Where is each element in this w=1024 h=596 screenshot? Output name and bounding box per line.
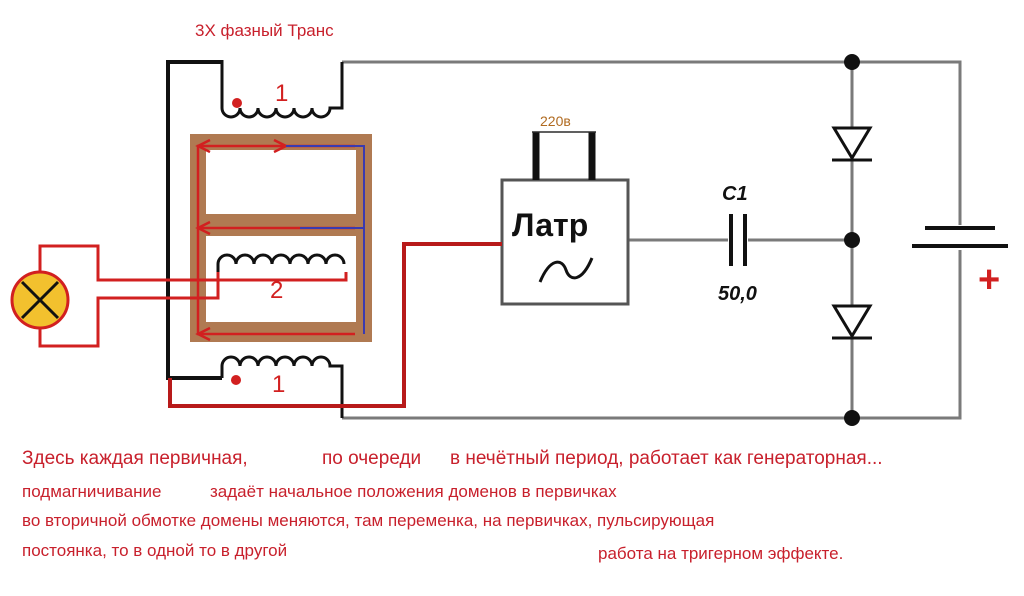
capacitor-name: C1: [722, 183, 748, 205]
lamp-icon: [10, 270, 70, 330]
winding-bottom-number: 1: [272, 371, 285, 398]
diode-upper: [831, 126, 873, 162]
note-line-4b: работа на тригерном эффекте.: [598, 544, 844, 563]
winding-dot-bottom: [231, 375, 241, 385]
note-line-4a: постоянка, то в одной то в другой: [22, 541, 288, 560]
note-line-1c: в нечётный период, работает как генерато…: [450, 448, 883, 469]
note-line-1a: Здесь каждая первичная,: [22, 448, 248, 469]
capacitor-value: 50,0: [718, 283, 757, 305]
battery-symbol: [912, 226, 1008, 248]
lamp-wiring: [38, 244, 348, 348]
battery-top-wire: [852, 60, 962, 225]
gray-wiring: [342, 60, 962, 420]
transformer-title: 3Х фазный Транс: [195, 21, 334, 40]
battery-bottom-wire: [852, 250, 962, 420]
junction-dots: [844, 54, 860, 426]
latr-box: [500, 178, 630, 306]
winding-dot-top: [232, 98, 242, 108]
note-line-2a: подмагничивание: [22, 482, 162, 501]
primary-winding-top: [220, 60, 344, 119]
junction-middle: [844, 232, 860, 248]
red-control-wire: [168, 242, 502, 408]
primary-winding-bottom: [220, 355, 344, 418]
junction-top: [844, 54, 860, 70]
note-line-1b: по очереди: [322, 448, 422, 469]
note-line-2b: задаёт начальное положения доменов в пер…: [210, 482, 617, 501]
note-line-3: во вторичной обмотке домены меняются, та…: [22, 511, 715, 530]
mains-input-leads: [532, 132, 596, 180]
secondary-winding: [216, 253, 346, 272]
sine-wave-icon: [538, 257, 594, 283]
flux-lines-blue: [286, 145, 365, 334]
battery-plus-label: +: [978, 259, 1000, 301]
capacitor-symbol: [729, 214, 747, 266]
mains-voltage-label: 220в: [540, 113, 571, 129]
winding-top-number: 1: [275, 80, 288, 107]
latr-label: Латр: [512, 207, 588, 243]
transformer-core: [190, 134, 372, 342]
junction-bottom: [844, 410, 860, 426]
winding-secondary-number: 2: [270, 277, 283, 304]
diode-lower: [831, 304, 873, 340]
